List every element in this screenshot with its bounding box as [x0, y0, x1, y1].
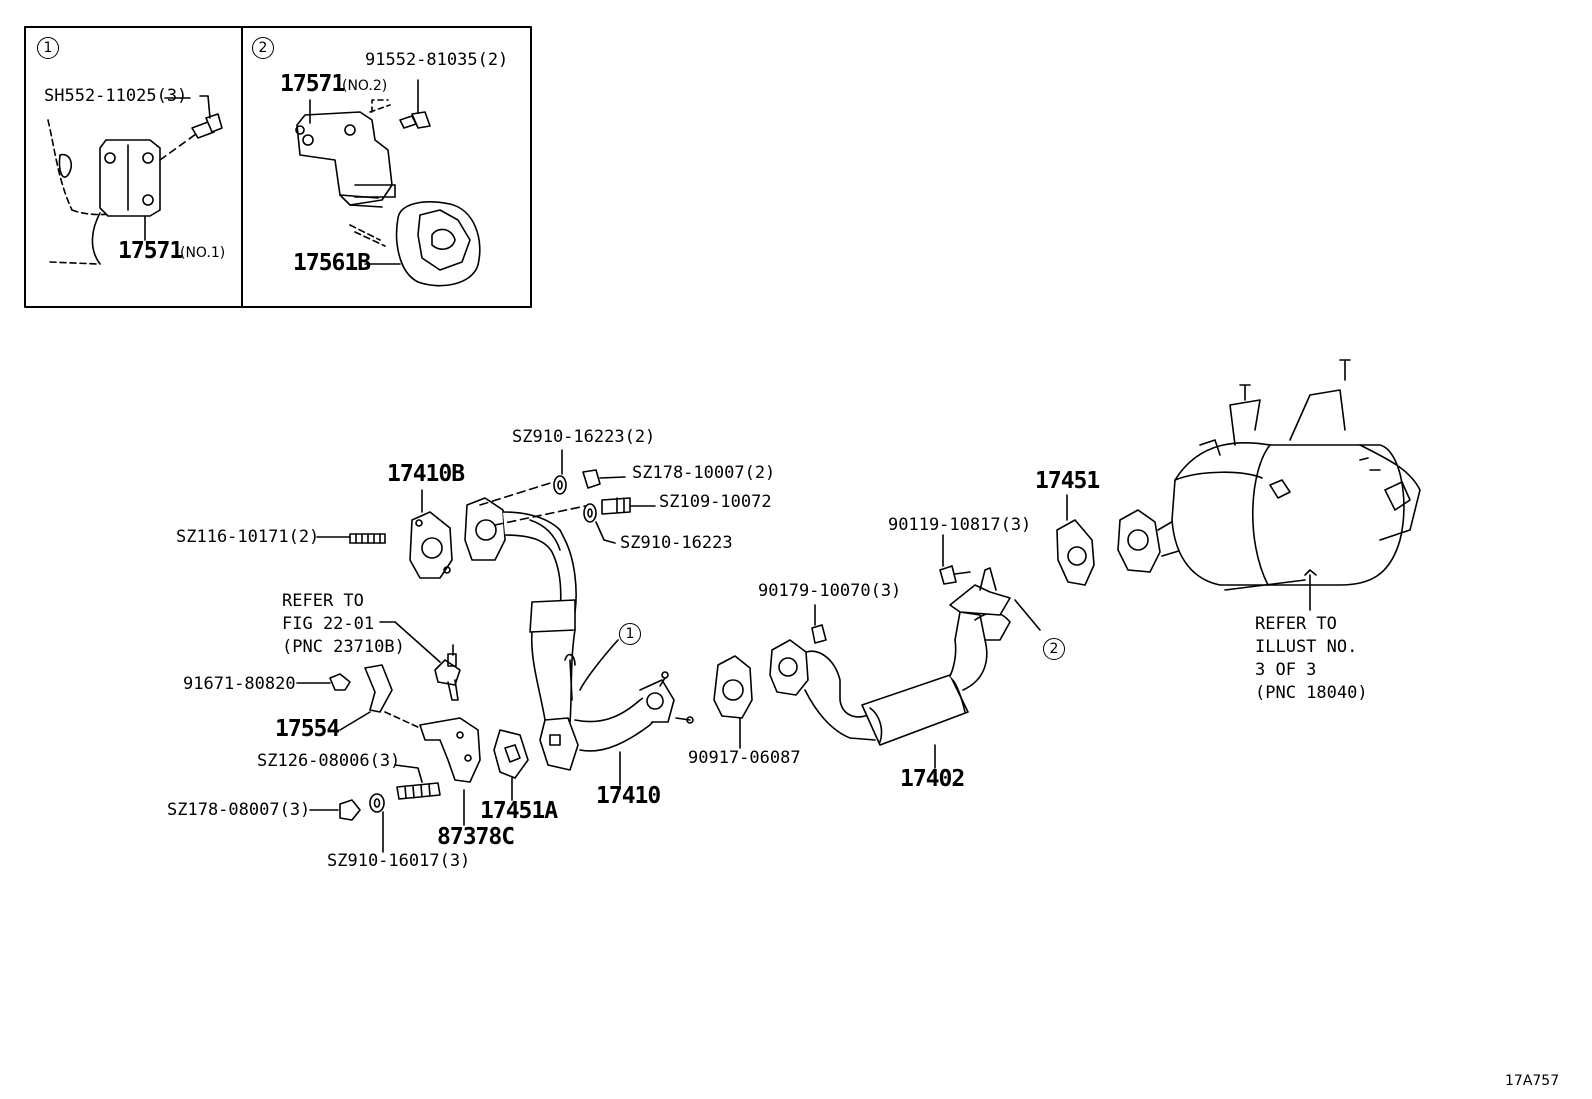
label-bolt-90119: 90119-10817(3): [888, 515, 1032, 535]
figure-id: 17A757: [1505, 1073, 1560, 1089]
stud-left: [316, 533, 386, 544]
label-bracket-17571-no2-note: (NO.2): [342, 78, 388, 94]
label-hanger-17561b: 17561B: [293, 250, 371, 276]
label-washer-sz910: SZ910-16017(3): [327, 851, 471, 871]
label-gasket-17451: 17451: [1035, 468, 1100, 494]
label-refer-fig22: REFER TO FIG 22-01 (PNC 23710B): [282, 590, 405, 659]
inset-panel1-drawing: [47, 95, 223, 265]
refer2-line1: REFER TO: [1255, 614, 1337, 634]
callout-circle-2-inset: 2: [252, 37, 274, 59]
converter-18040: [1117, 359, 1421, 611]
label-bracket-17554: 17554: [275, 716, 340, 742]
callout-circle-2-main: 2: [1043, 638, 1065, 660]
label-washer-mid: SZ910-16223: [620, 533, 733, 553]
label-bracket-17571-no1-note: (NO.1): [180, 245, 226, 261]
label-gasket-17410b: 17410B: [387, 461, 465, 487]
label-stud-sz126: SZ126-08006(3): [257, 751, 401, 771]
label-bracket-17571-no2: 17571: [280, 71, 345, 97]
callout-circle-1-main: 1: [619, 623, 641, 645]
refer-line2: FIG 22-01: [282, 614, 375, 634]
label-nut-90179: 90179-10070(3): [758, 581, 902, 601]
label-nut-top: SZ178-10007(2): [632, 463, 776, 483]
label-bolt-sh552: SH552-11025(3): [44, 86, 188, 106]
refer2-line3: 3 OF 3: [1255, 660, 1317, 680]
refer-line1: REFER TO: [282, 591, 364, 611]
label-gasket-90917: 90917-06087: [688, 748, 801, 768]
callout-circle-1-inset: 1: [37, 37, 59, 59]
label-pipe-17410: 17410: [596, 783, 661, 809]
label-bolt-top: SZ109-10072: [659, 492, 772, 512]
label-bracket-87378c: 87378C: [437, 824, 515, 850]
inset-panel2-drawing: [295, 79, 481, 287]
label-nut-sz178: SZ178-08007(3): [167, 800, 311, 820]
label-refer-illust: REFER TO ILLUST NO. 3 OF 3 (PNC 18040): [1255, 613, 1368, 705]
label-washer-top: SZ910-16223(2): [512, 427, 656, 447]
label-stud-left: SZ116-10171(2): [176, 527, 320, 547]
gasket-17410b: [409, 489, 453, 579]
top-fasteners: [479, 449, 656, 544]
label-bolt-91552: 91552-81035(2): [365, 50, 509, 70]
inset-frame: [24, 26, 532, 308]
label-bracket-17571-no1: 17571: [118, 238, 183, 264]
pipe-17410: [464, 497, 694, 786]
refer2-line2: ILLUST NO.: [1255, 637, 1358, 657]
gasket-90917: [713, 655, 753, 749]
refer-line3: (PNC 23710B): [282, 637, 405, 657]
sensor-and-brackets: [296, 621, 529, 853]
refer2-line4: (PNC 18040): [1255, 683, 1368, 703]
gasket-17451: [1056, 494, 1095, 586]
label-bolt-91671: 91671-80820: [183, 674, 296, 694]
label-pipe-17402: 17402: [900, 766, 965, 792]
label-gasket-17451a: 17451A: [480, 798, 558, 824]
pipe-17402: [769, 567, 1041, 769]
fasteners-17402: [811, 534, 971, 644]
